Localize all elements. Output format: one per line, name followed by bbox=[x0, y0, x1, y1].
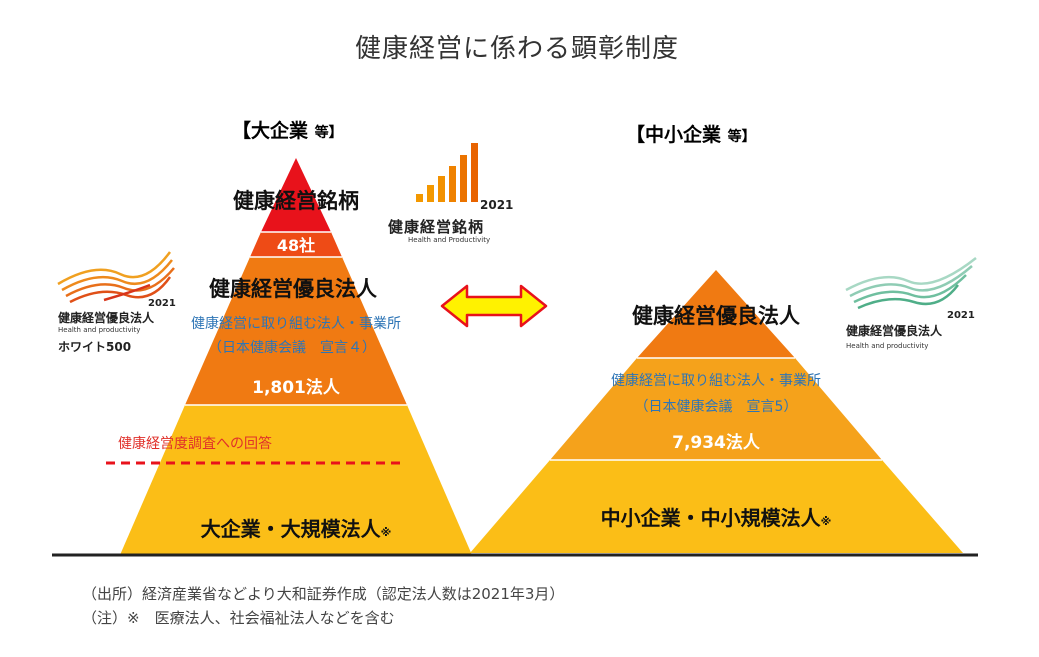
right-base-mark: ※ bbox=[820, 515, 832, 528]
left-header: 【大企業 等】 bbox=[232, 116, 343, 143]
right-base-label-text: 中小企業・中小規模法人 bbox=[600, 506, 821, 530]
left-mid-count: 1,801法人 bbox=[252, 378, 340, 398]
left-pyramid-top-tier bbox=[261, 158, 331, 232]
double-arrow-icon bbox=[440, 284, 548, 328]
white500-logo-name: 健康経営優良法人 bbox=[58, 311, 155, 325]
left-base-label-text: 大企業・大規模法人 bbox=[200, 517, 381, 541]
left-pyramid-mid-tier bbox=[185, 257, 407, 405]
left-header-suffix: 等】 bbox=[314, 125, 343, 141]
white500-logo-year: 2021 bbox=[148, 298, 176, 309]
meigara-logo-sub: Health and Productivity bbox=[408, 236, 491, 244]
white500-logo-sub: Health and productivity bbox=[58, 326, 141, 334]
left-top-count: 48社 bbox=[276, 236, 316, 255]
left-pyramid-second-tier bbox=[250, 232, 342, 257]
right-header-suffix: 等】 bbox=[727, 129, 756, 145]
source-note: （出所）経済産業省などより大和証券作成（認定法人数は2021年3月） bbox=[82, 585, 565, 603]
right-mid-sub1: 健康経営に取り組む法人・事業所 bbox=[611, 373, 821, 389]
yuryo-logo-year: 2021 bbox=[947, 310, 975, 321]
page-title: 健康経営に係わる顕彰制度 bbox=[354, 34, 680, 64]
right-pyramid-mid-tier bbox=[550, 358, 882, 460]
footnote: （注）※ 医療法人、社会福祉法人などを含む bbox=[82, 609, 395, 627]
white500-flag-icon bbox=[57, 251, 175, 304]
right-mid-label: 健康経営優良法人 bbox=[632, 304, 800, 328]
meigara-logo-name: 健康経営銘柄 bbox=[388, 218, 485, 236]
yuryo-logo-name: 健康経営優良法人 bbox=[846, 324, 943, 338]
survey-label: 健康経営度調査への回答 bbox=[118, 436, 272, 452]
yuryo-logo-sub: Health and productivity bbox=[846, 342, 929, 350]
right-mid-sub2: （日本健康会議 宣言5） bbox=[634, 399, 798, 415]
right-pyramid-base-tier bbox=[470, 460, 963, 553]
right-mid-count: 7,934法人 bbox=[672, 433, 760, 453]
left-mid-sub1: 健康経営に取り組む法人・事業所 bbox=[191, 316, 401, 332]
left-base-label: 大企業・大規模法人※ bbox=[201, 513, 392, 542]
meigara-logo-bars bbox=[416, 143, 478, 202]
yuryo-flag-icon bbox=[845, 257, 977, 310]
right-header: 【中小企業 等】 bbox=[626, 120, 756, 147]
right-pyramid-top-tier bbox=[637, 270, 795, 358]
left-mid-sub2: （日本健康会議 宣言４） bbox=[208, 340, 376, 356]
meigara-logo-year: 2021 bbox=[480, 198, 514, 212]
left-base-mark: ※ bbox=[380, 526, 392, 539]
left-mid-label: 健康経営優良法人 bbox=[209, 277, 377, 301]
left-top-label: 健康経営銘柄 bbox=[233, 189, 359, 213]
right-base-label: 中小企業・中小規模法人※ bbox=[601, 502, 832, 531]
right-header-label: 【中小企業 bbox=[626, 124, 722, 146]
white500-logo-tag: ホワイト500 bbox=[58, 340, 132, 354]
left-header-label: 【大企業 bbox=[232, 120, 309, 142]
left-pyramid-base-tier bbox=[120, 405, 472, 555]
